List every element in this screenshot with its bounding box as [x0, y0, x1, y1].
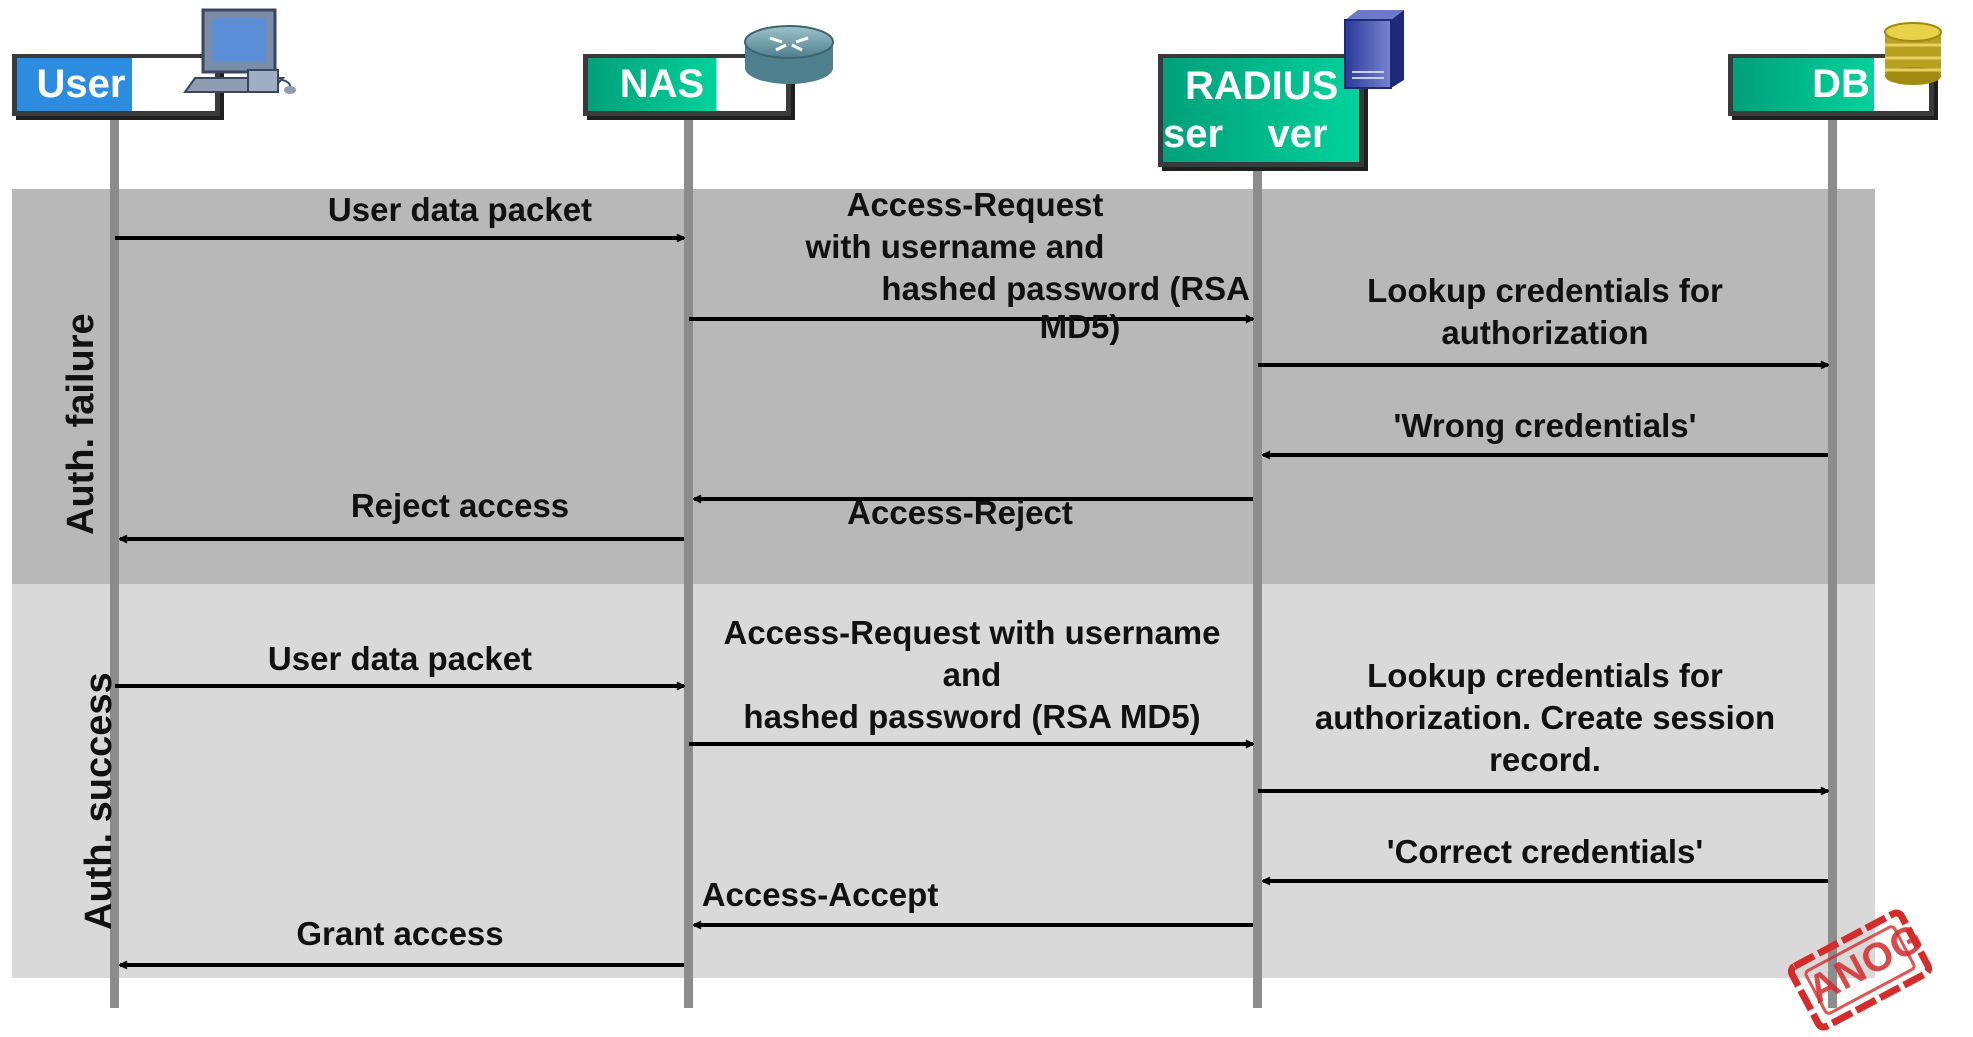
server-icon [1344, 10, 1404, 89]
ok-msg-lookup-line3: record. [1489, 741, 1601, 778]
auth-failure-label: Auth. failure [60, 313, 102, 535]
fail-msg-lookup: Lookup credentials for authorization [1290, 270, 1800, 354]
fail-msg-access-request-line2: with username and [805, 228, 1105, 265]
fail-msg-access-request-line4: MD5) [1039, 308, 1121, 345]
fail-msg-reject-access: Reject access [350, 487, 570, 524]
fail-msg-access-reject: Access-Reject [847, 494, 1073, 531]
ok-msg-user-data-packet: User data packet [267, 640, 533, 677]
ok-msg-correct-credentials: 'Correct credentials' [1386, 833, 1704, 870]
ok-msg-access-accept: Access-Accept [701, 876, 939, 913]
fail-msg-lookup-line2: authorization [1441, 314, 1649, 351]
ok-msg-lookup-line1: Lookup credentials for [1367, 657, 1723, 694]
auth-failure-band [12, 189, 1875, 584]
ok-msg-grant-access: Grant access [296, 915, 504, 952]
radius-participant-label: RADIUS [1185, 64, 1339, 108]
fail-msg-user-data-packet: User data packet [327, 191, 593, 228]
nas-participant-box: NAS [583, 54, 791, 116]
ok-msg-access-request-line2: and [942, 656, 1002, 693]
user-participant-box: User [12, 54, 220, 116]
auth-success-band [12, 584, 1875, 978]
user-participant-label: User [36, 62, 126, 106]
nas-participant-label: NAS [619, 62, 705, 106]
nas-lifeline [684, 115, 693, 1008]
user-lifeline [110, 115, 119, 1008]
radius-lifeline [1253, 166, 1262, 1008]
ok-msg-lookup: Lookup credentials for authorization. Cr… [1280, 655, 1810, 781]
radius-participant-box: RADIUS ser ver [1158, 54, 1364, 167]
ok-msg-access-request-line3: hashed password (RSA MD5) [743, 698, 1201, 735]
fail-msg-access-request-line1: Access-Request [846, 186, 1104, 223]
router-icon [744, 25, 834, 84]
computer-icon [183, 8, 296, 94]
ok-msg-access-request-line1: Access-Request with username [723, 614, 1221, 651]
fail-msg-access-request-line3: hashed password (RSA [881, 270, 1250, 307]
anog-stamp [1787, 909, 1933, 1031]
auth-success-label: Auth. success [78, 672, 120, 930]
database-icon [1884, 22, 1942, 85]
radius-participant-label-line2: ser ver [1163, 112, 1328, 156]
fail-msg-lookup-line1: Lookup credentials for [1367, 272, 1723, 309]
db-participant-label: DB [1812, 62, 1870, 106]
ok-msg-lookup-line2: authorization. Create session [1314, 699, 1776, 736]
ok-msg-access-request: Access-Request with username and hashed … [692, 612, 1252, 738]
db-lifeline [1828, 115, 1837, 1008]
fail-msg-wrong-credentials: 'Wrong credentials' [1393, 407, 1697, 444]
fail-msg-access-request: Access-Request with username and hashed … [760, 184, 1250, 344]
